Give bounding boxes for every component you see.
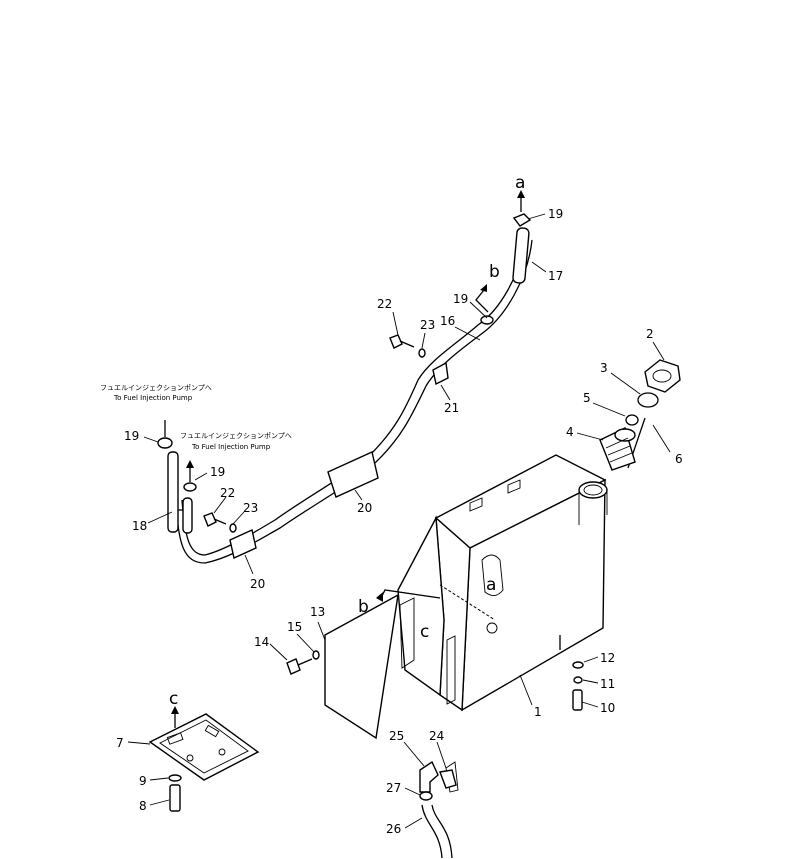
label-1: 1 [534, 705, 542, 719]
label-19-b: 19 [453, 292, 468, 306]
ref-c-plate: c [169, 689, 178, 709]
fuel-line [167, 227, 533, 564]
label-18: 18 [132, 519, 147, 533]
label-22-upper: 22 [377, 297, 392, 311]
side-plate [324, 593, 399, 740]
label-25: 25 [389, 729, 404, 743]
label-26: 26 [386, 822, 401, 836]
note-en-upper: To Fuel Injection Pump [113, 394, 193, 402]
label-3: 3 [600, 361, 608, 375]
label-24: 24 [429, 729, 444, 743]
label-17: 17 [548, 269, 563, 283]
label-13: 13 [310, 605, 325, 619]
label-23-upper: 23 [420, 318, 435, 332]
label-19-left: 19 [124, 429, 139, 443]
label-20-upper: 20 [357, 501, 372, 515]
drain-plate [148, 713, 260, 781]
label-4: 4 [566, 425, 574, 439]
label-6: 6 [675, 452, 683, 466]
label-11: 11 [600, 677, 615, 691]
note-jp-upper: フュエルインジェクションポンプへ [100, 384, 212, 392]
label-19-lower: 19 [210, 465, 225, 479]
label-9: 9 [139, 774, 147, 788]
ref-a-tank: a [486, 575, 496, 595]
ref-c-tank: c [420, 622, 429, 642]
fittings [157, 213, 681, 859]
ref-b-top: b [489, 262, 500, 282]
label-10: 10 [600, 701, 615, 715]
note-jp-lower: フュエルインジェクションポンプへ [180, 432, 292, 440]
label-19-top: 19 [548, 207, 563, 221]
fuel-tank [397, 454, 608, 793]
label-8: 8 [139, 799, 147, 813]
label-21: 21 [444, 401, 459, 415]
label-12: 12 [600, 651, 615, 665]
label-5: 5 [583, 391, 591, 405]
label-15: 15 [287, 620, 302, 634]
label-14: 14 [254, 635, 269, 649]
label-2: 2 [646, 327, 654, 341]
label-27: 27 [386, 781, 401, 795]
leader-lines [127, 213, 671, 829]
label-7: 7 [116, 736, 124, 750]
flow-arrows [164, 190, 525, 728]
label-16: 16 [440, 314, 455, 328]
label-23-lower: 23 [243, 501, 258, 515]
note-en-lower: To Fuel Injection Pump [191, 443, 271, 451]
ref-a-top: a [515, 173, 525, 193]
label-20-lower: 20 [250, 577, 265, 591]
ref-b-tank: b [358, 597, 369, 617]
label-22-lower: 22 [220, 486, 235, 500]
